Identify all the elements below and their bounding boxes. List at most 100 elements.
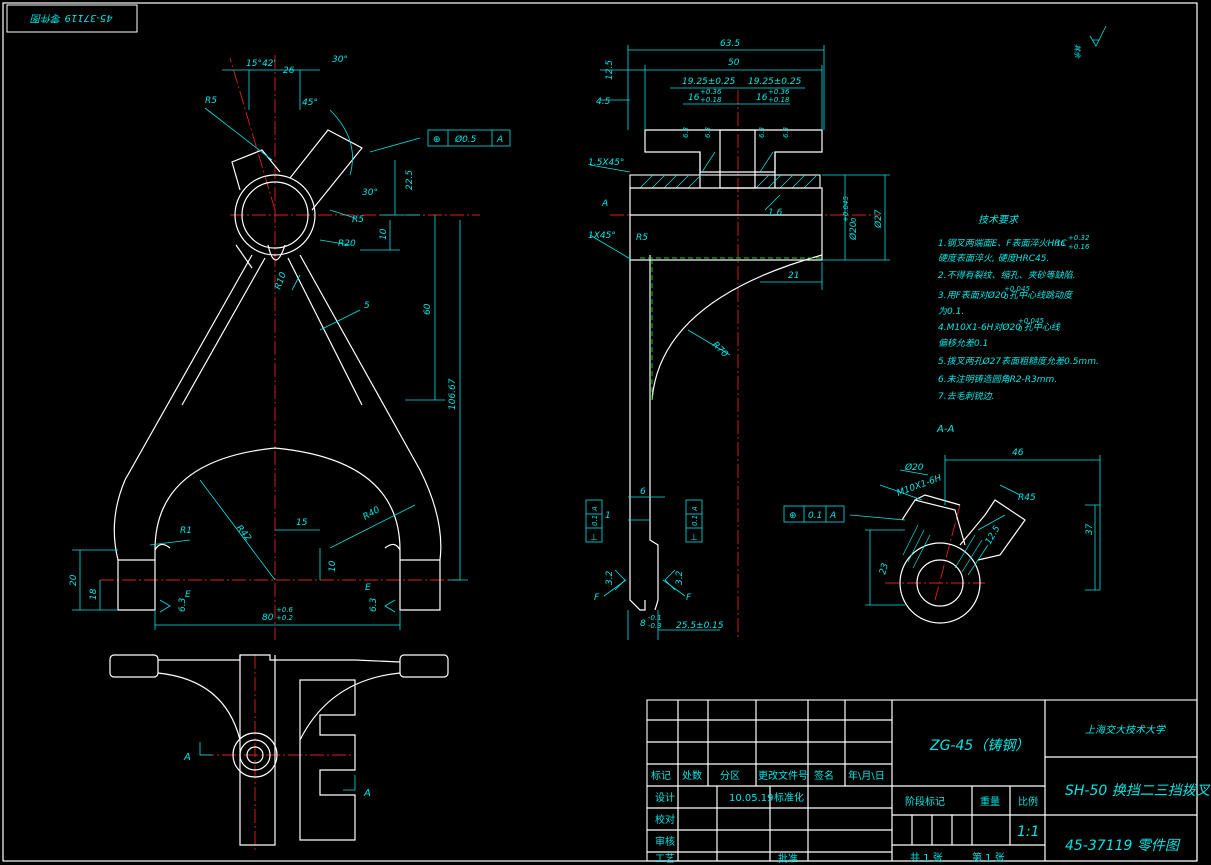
- front-dim-r20: R20: [338, 239, 356, 249]
- tech-item-5: 为0.1.: [938, 306, 964, 317]
- tb-weight: 重量: [980, 795, 1000, 808]
- section-dim-m10: M10X1-6H: [896, 473, 944, 499]
- tech-requirements: 技术要求 1.钢叉两端面E、F表面淬火HRC 硬度表面淬火, 硬度HRC45. …: [938, 214, 1099, 402]
- front-dim-26: 26: [283, 66, 295, 76]
- front-angle-4: 30°: [362, 188, 378, 198]
- section-dim-phi20: Ø20: [904, 462, 924, 473]
- roughness-default: 其余: [1073, 25, 1107, 59]
- side-dim-16a: 16: [688, 93, 700, 103]
- tb-scale-label: 比例: [1018, 795, 1038, 808]
- front-dim-5: 5: [364, 301, 370, 311]
- tb-header-3: 分区: [720, 770, 740, 782]
- side-frame-r-datum: A: [691, 506, 699, 512]
- tech-tol-7: 16: [1056, 240, 1065, 248]
- front-rough-e1: E: [185, 590, 191, 600]
- side-t8-up: -0.1: [648, 614, 662, 622]
- tb-header-4: 更改文件号: [758, 769, 808, 782]
- front-tol-80-lo: +0.2: [276, 614, 294, 622]
- section-dim-r45: R45: [1018, 493, 1036, 503]
- side-tol-16b-lo: +0.18: [768, 96, 790, 104]
- side-frame-l-val: 0.1: [591, 515, 599, 526]
- side-f2: F: [686, 593, 692, 603]
- bottom-label-a2: A: [363, 788, 371, 799]
- tb-drawing-number: 45-37119 零件图: [1065, 838, 1181, 854]
- side-t8: 8: [640, 619, 646, 629]
- side-dim-50: 50: [728, 58, 740, 68]
- front-tol-80-up: +0.6: [276, 606, 294, 614]
- tb-approve: 批准: [778, 852, 798, 865]
- front-dim-r5a: R5: [205, 96, 217, 106]
- side-dim-phi27: Ø27: [873, 209, 884, 229]
- side-dim-r70: R70: [710, 340, 730, 360]
- tech-item-10: 7.去毛刺锐边.: [938, 391, 994, 402]
- front-dim-10b: 10: [328, 560, 338, 572]
- front-pos-sym: ⊕: [433, 135, 441, 145]
- tech-item-8: 5.拨叉两孔Ø27表面粗糙度允差0.5mm.: [938, 356, 1099, 367]
- front-dim-15: 15: [296, 518, 308, 528]
- tech-tol-4: 0: [1004, 293, 1009, 301]
- front-pos-val: Ø0.5: [454, 134, 477, 145]
- side-tol-16a-lo: +0.18: [700, 96, 722, 104]
- bottom-label-a1: A: [183, 752, 191, 763]
- mirrored-number-text: 45-37119 零件图: [29, 12, 112, 24]
- side-dim-r5: R5: [636, 233, 648, 243]
- front-rough-e2: E: [365, 583, 371, 593]
- tech-tol-1: +0.32: [1068, 234, 1090, 242]
- title-block: ZG-45（铸钢） 上海交大技术大学 SH-50 换挡二三挡拨叉 45-3711…: [646, 699, 1211, 865]
- tb-material: ZG-45（铸钢）: [929, 738, 1029, 754]
- front-pos-datum: A: [496, 135, 503, 145]
- side-dim-1x45: 1X45°: [588, 231, 616, 241]
- front-dim-20: 20: [69, 574, 79, 586]
- side-dim-1925a: 19.25±0.25: [682, 77, 736, 87]
- side-tol-16a-up: +0.36: [700, 88, 722, 96]
- side-datum-a: A: [601, 199, 608, 209]
- section-tol-datum: A: [829, 511, 836, 521]
- section-title: A-A: [936, 424, 954, 435]
- section-dim-125: 12.5: [984, 524, 1003, 547]
- tb-sheet-total: 共 1 张: [910, 852, 943, 864]
- tb-school: 上海交大技术大学: [1085, 724, 1166, 736]
- side-dim-635: 63.5: [720, 39, 740, 49]
- tb-header-5: 签名: [814, 769, 834, 782]
- tb-header-1: 标记: [651, 770, 671, 782]
- section-dim-23: 23: [878, 562, 891, 576]
- side-dim-125: 12.5: [605, 60, 615, 80]
- tech-tol-3: +0.045: [1004, 285, 1030, 293]
- side-small-4: 6.3: [782, 127, 790, 138]
- section-aa: A-A ⊕ 0.1 A Ø20 46 M10X1-6H R45 12.5 37 …: [783, 424, 1101, 624]
- tech-item-7: 偏移允差0.1: [938, 338, 988, 349]
- side-t8-lo: -0.3: [648, 622, 662, 630]
- tech-item-3: 2.不得有裂纹、缩孔、夹砂等缺陷.: [938, 270, 1075, 281]
- side-dim-255: 25.5±0.15: [676, 621, 724, 631]
- tb-standard: 标准化: [774, 791, 804, 804]
- mirrored-number-box: 45-37119 零件图: [6, 4, 138, 33]
- side-dim-32a: 3.2: [605, 570, 615, 585]
- side-phi20-up: +0.045: [842, 196, 850, 222]
- side-frame-l-sym: ⊥: [590, 533, 598, 543]
- side-frame-l-datum: A: [591, 506, 599, 512]
- tb-sheet-no: 第 1 张: [972, 851, 1005, 864]
- bottom-view: A A: [109, 654, 449, 850]
- front-rough-v1: 6.3: [178, 597, 188, 612]
- front-dim-18: 18: [89, 588, 99, 600]
- tb-stage: 阶段标记: [905, 795, 945, 808]
- section-dim-37: 37: [1085, 523, 1095, 535]
- tb-design: 设计: [655, 791, 675, 804]
- front-dim-r1: R1: [180, 526, 192, 536]
- front-view: ⊕ Ø0.5 A 15°42' 30° 45° 30° 26 R5 22.5 R…: [69, 55, 511, 640]
- front-angle-1: 15°42': [246, 59, 276, 69]
- side-f1: F: [594, 593, 600, 603]
- side-phi20: Ø20: [848, 221, 859, 241]
- side-dim-16b: 16: [756, 93, 768, 103]
- front-rough-v2: 6.3: [369, 597, 379, 612]
- side-dim-1925b: 19.25±0.25: [748, 77, 802, 87]
- tb-scale-value: 1:1: [1017, 824, 1040, 840]
- side-view: ⊥ 0.1 A ⊥ 0.1 A 63.5 50 19.25±0.25 19.25…: [585, 39, 890, 640]
- side-small-2: 6.3: [704, 127, 712, 138]
- side-small-3: 6.3: [758, 127, 766, 138]
- tb-header-6: 年\月\日: [848, 769, 885, 782]
- side-tol-16b-up: +0.36: [768, 88, 790, 96]
- side-dim-45: 4.5: [596, 97, 611, 107]
